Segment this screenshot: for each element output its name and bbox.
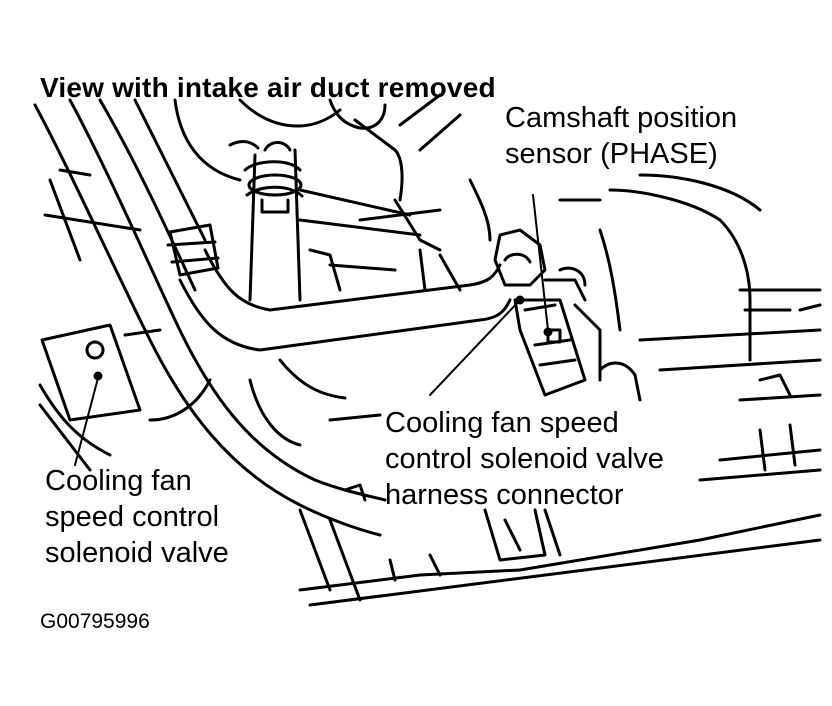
bottom-frame xyxy=(300,425,820,605)
solenoid-valve-body xyxy=(40,325,210,470)
coolant-pipe xyxy=(168,225,510,350)
leader-camshaft-sensor xyxy=(533,195,548,330)
diagram-title: View with intake air duct removed xyxy=(40,72,496,103)
solenoid-dot xyxy=(95,373,101,379)
lower-bracket xyxy=(250,360,380,600)
sensor-dot xyxy=(545,329,551,335)
background-structures xyxy=(45,95,490,290)
figure-code: G00795996 xyxy=(40,610,150,633)
camshaft-sensor-assembly xyxy=(495,230,600,395)
leader-harness-connector xyxy=(430,300,520,395)
vertical-tube xyxy=(245,143,302,301)
harness-connector-callout: Cooling fan speed control solenoid valve… xyxy=(385,407,664,511)
connector-dot xyxy=(517,297,523,303)
leader-solenoid-valve xyxy=(75,378,98,465)
camshaft-sensor-callout: Camshaft position sensor (PHASE) xyxy=(505,102,738,170)
leader-lines xyxy=(75,195,548,465)
right-panel xyxy=(560,175,820,400)
solenoid-valve-callout: Cooling fan speed control solenoid valve xyxy=(45,465,229,569)
